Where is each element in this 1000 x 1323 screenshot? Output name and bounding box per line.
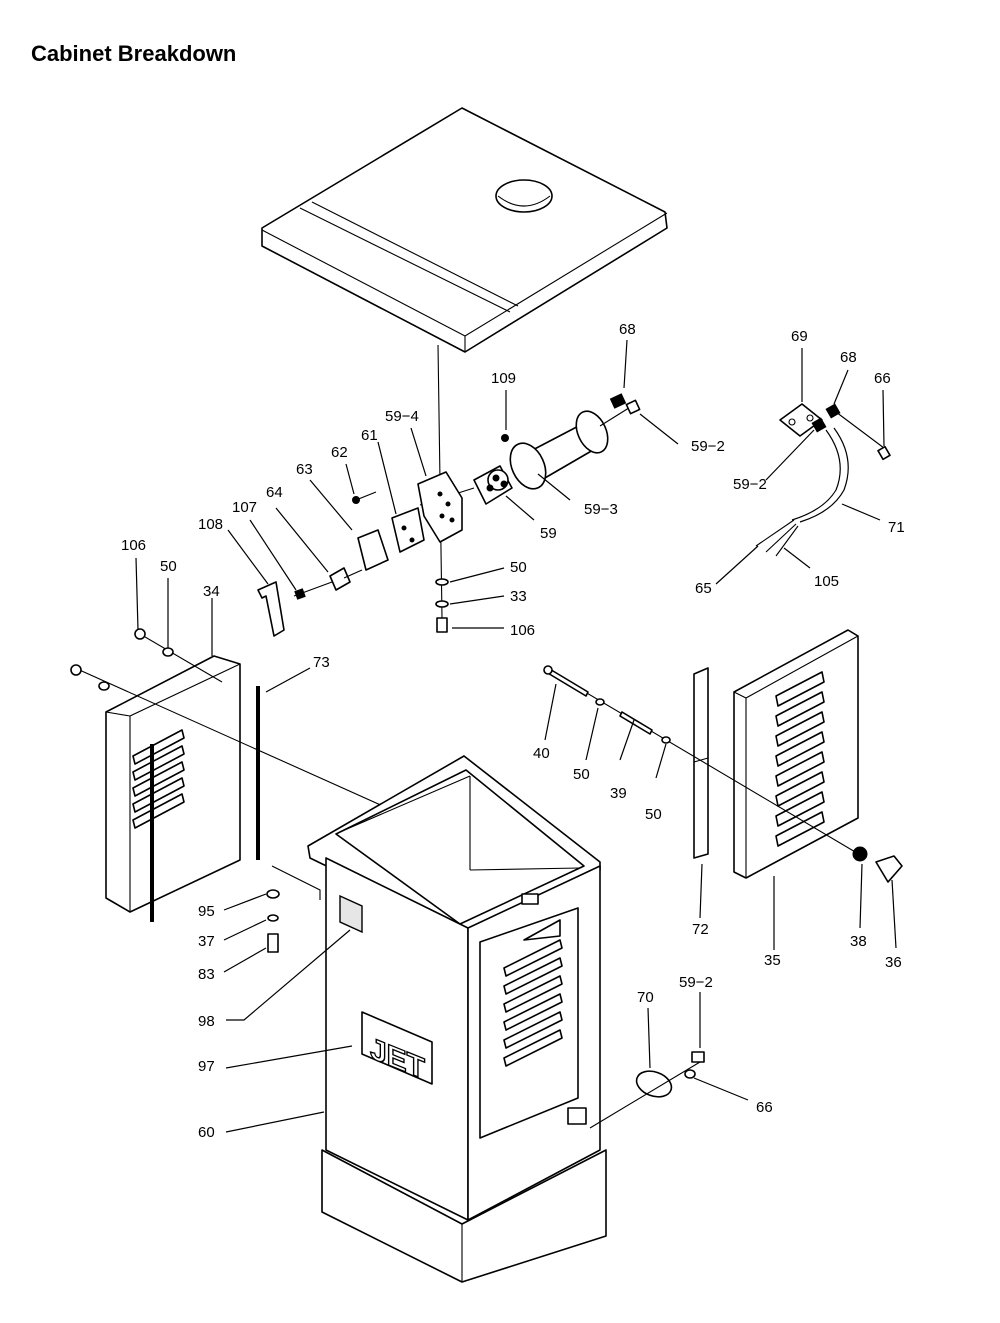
callout-65: 65 (695, 580, 712, 597)
callout-59-3: 59−3 (584, 501, 618, 518)
callout-39: 39 (610, 785, 627, 802)
callout-63: 63 (296, 461, 313, 478)
callout-62: 62 (331, 444, 348, 461)
callout-109: 109 (491, 370, 516, 387)
callout-66: 66 (874, 370, 891, 387)
callout-105: 105 (814, 573, 839, 590)
callout-50: 50 (510, 559, 527, 576)
callout-59: 59 (540, 525, 557, 542)
callout-37: 37 (198, 933, 215, 950)
callout-71: 71 (888, 519, 905, 536)
right-door-part (543, 629, 903, 883)
callout-72: 72 (692, 921, 709, 938)
callout-59-4: 59−4 (385, 408, 419, 425)
callout-70: 70 (637, 989, 654, 1006)
switch-assembly-part (257, 393, 641, 637)
callout-64: 64 (266, 484, 283, 501)
callout-69: 69 (791, 328, 808, 345)
left-door-part (70, 628, 433, 922)
callout-40: 40 (533, 745, 550, 762)
callout-50: 50 (160, 558, 177, 575)
junction-cover-part (589, 1051, 705, 1129)
callout-108: 108 (198, 516, 223, 533)
callout-38: 38 (850, 933, 867, 950)
callout-68: 68 (840, 349, 857, 366)
callout-59-2: 59−2 (679, 974, 713, 991)
callout-83: 83 (198, 966, 215, 983)
callout-73: 73 (313, 654, 330, 671)
callout-33: 33 (510, 588, 527, 605)
cabinet-body-part: JET (307, 755, 607, 1283)
callout-106: 106 (510, 622, 535, 639)
callout-labels: 68 109 59−4 69 68 66 61 62 59−2 63 59−2 … (121, 321, 905, 1141)
page-title: Cabinet Breakdown (31, 41, 237, 66)
callout-59-2: 59−2 (691, 438, 725, 455)
callout-61: 61 (361, 427, 378, 444)
callout-98: 98 (198, 1013, 215, 1030)
callout-106: 106 (121, 537, 146, 554)
callout-50: 50 (573, 766, 590, 783)
callout-66: 66 (756, 1099, 773, 1116)
callout-50: 50 (645, 806, 662, 823)
callout-95: 95 (198, 903, 215, 920)
callout-60: 60 (198, 1124, 215, 1141)
cabinet-hardware-part (266, 865, 321, 953)
callout-34: 34 (203, 583, 220, 600)
callout-36: 36 (885, 954, 902, 971)
table-top-part (261, 107, 668, 619)
callout-107: 107 (232, 499, 257, 516)
callout-68: 68 (619, 321, 636, 338)
callout-59-2: 59−2 (733, 476, 767, 493)
power-cord-part (755, 403, 891, 557)
callout-97: 97 (198, 1058, 215, 1075)
callout-35: 35 (764, 952, 781, 969)
leader-lines (135, 339, 897, 1133)
